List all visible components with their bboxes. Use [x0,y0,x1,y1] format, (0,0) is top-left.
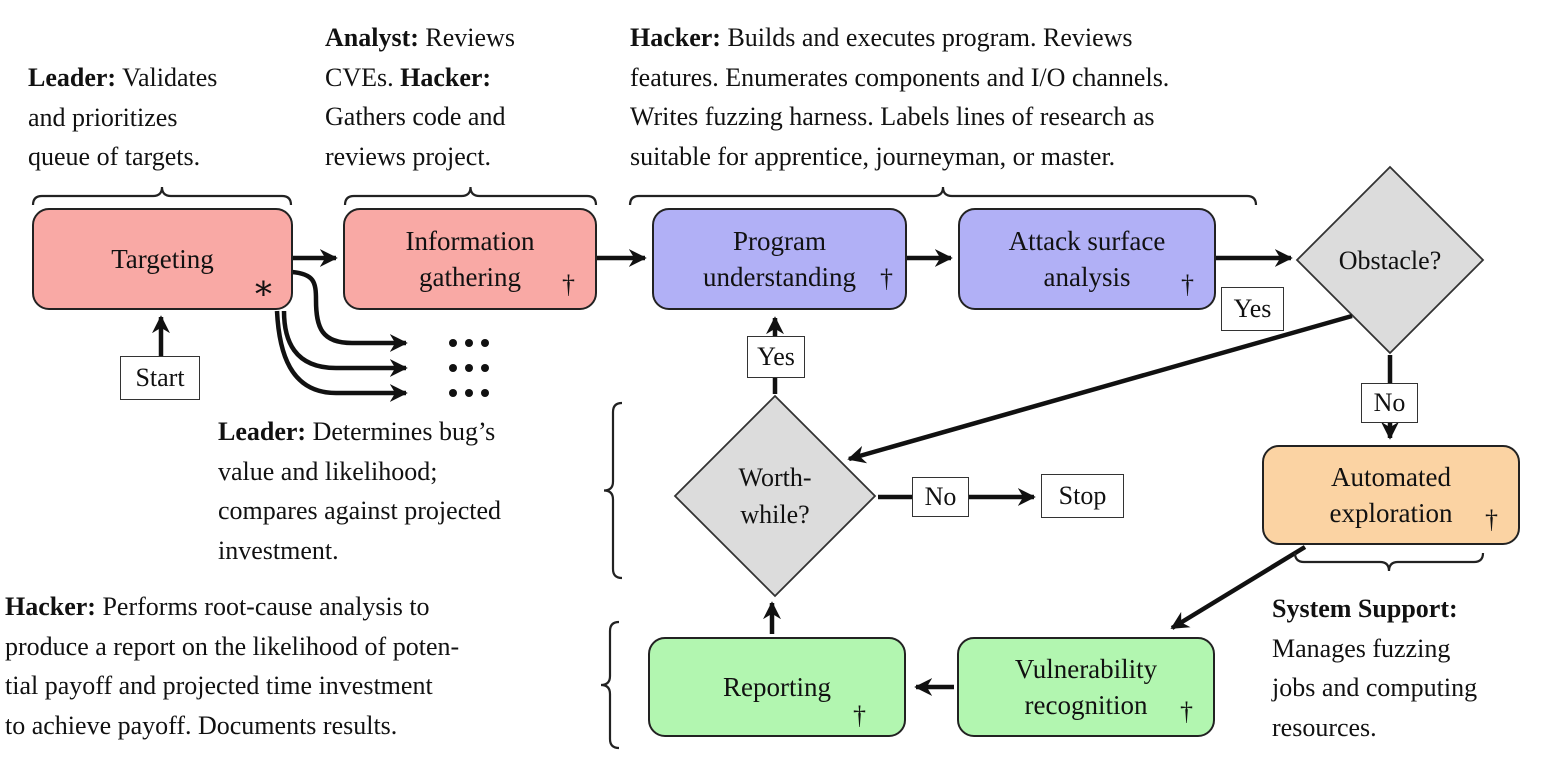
ellipsis-dots [449,339,489,397]
node-label: Attack surface analysis [1008,226,1166,292]
dagger-marker: † [1485,505,1498,534]
targeting-branch-curve-3 [274,310,408,402]
annotation-hacker-performs: Hacker: Performs root-cause analysis to … [5,592,460,740]
node-targeting: Targeting ∗ [32,208,293,310]
annotation-hacker-builds: Hacker: Builds and executes program. Rev… [630,23,1170,171]
dagger-marker: † [1181,270,1194,299]
node-label: Targeting [111,244,214,274]
dagger-marker: † [853,701,866,730]
node-automated-exploration: Automated exploration † [1262,445,1520,545]
no-label-from-worthwhile: No [912,477,969,517]
no-label-from-obstacle: No [1361,383,1418,423]
brace-over-information-gathering [343,186,598,206]
node-label: Automated exploration [1329,462,1453,528]
worthwhile-diamond [673,394,877,598]
stop-label: Stop [1041,474,1124,518]
brace-left-of-worthwhile [603,401,623,580]
obstacle-decision-label: Obstacle? [1338,246,1442,275]
start-label: Start [120,356,200,400]
targeting-branch-curve-1 [291,269,408,352]
brace-over-targeting [31,186,293,206]
worthwhile-decision-label: Worth- while? [738,463,812,529]
yes-label-from-obstacle: Yes [1221,287,1284,331]
dagger-marker: † [562,270,575,299]
dagger-marker: † [1180,697,1193,726]
asterisk-marker: ∗ [251,270,275,307]
annotation-analyst-cves: Analyst: Reviews CVEs. Hacker: Gathers c… [325,23,515,171]
annotation-braces [31,186,1485,750]
node-information-gathering: Information gathering † [343,208,597,310]
node-reporting: Reporting † [648,637,906,737]
node-label: Vulnerability recognition [1014,654,1158,720]
brace-left-of-reporting [600,620,620,750]
arrow-automated-to-vulnerability [1170,545,1307,630]
arrow-obstacle-yes-to-worthwhile [847,313,1353,464]
yes-label-to-program: Yes [747,336,805,378]
brace-over-understanding-stages [628,186,1258,206]
annotation-system-support: System Support: Manages fuzzing jobs and… [1272,594,1478,742]
node-attack-surface-analysis: Attack surface analysis † [958,208,1216,310]
node-label: Program understanding [703,226,856,292]
node-program-understanding: Program understanding † [652,208,907,310]
node-label: Reporting [723,672,831,702]
obstacle-diamond [1295,165,1485,355]
annotation-leader-determines: Leader: Determines bug’s value and likel… [218,417,501,565]
targeting-branch-curve-2 [281,310,408,377]
dagger-marker: † [880,264,893,293]
brace-under-automated [1293,552,1485,572]
annotation-leader-targets: Leader: Validates and prioritizes queue … [28,63,218,171]
node-vulnerability-recognition: Vulnerability recognition † [957,637,1215,737]
node-label: Information gathering [405,226,535,292]
